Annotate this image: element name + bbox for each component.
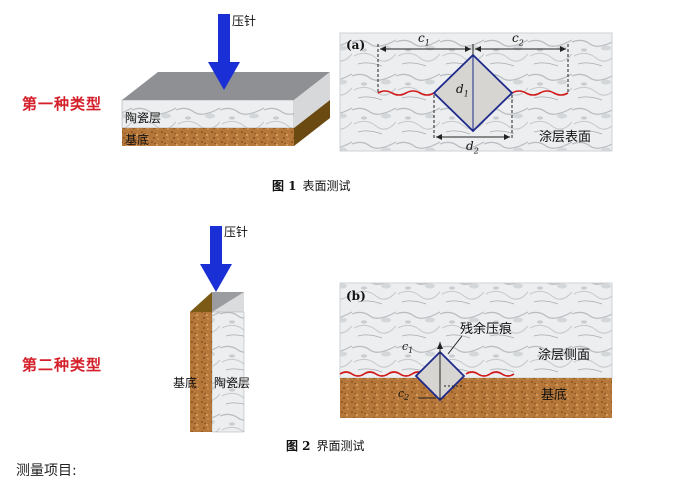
fig1-d1-label: d1 [456, 82, 469, 99]
fig1-surface-label: 涂层表面 [539, 130, 592, 145]
fig1-substrate-front [122, 128, 294, 146]
fig2-residual-leader [447, 335, 463, 355]
fig1-c2-label: c2 [512, 31, 524, 48]
fig2-indenter-arrow-icon [200, 226, 232, 292]
fig2-crack-right [465, 371, 515, 377]
fig1-panel-tag: (a) [346, 38, 366, 52]
fig2-substrate-panel-label: 基底 [541, 388, 568, 403]
fig2-substrate-region [340, 378, 612, 418]
fig2-substrate-front [190, 312, 212, 432]
type1-label: 第一种类型 [22, 95, 103, 113]
fig2-c2-label: c2 [398, 387, 410, 403]
fig2-residual-label: 残余压痕 [460, 322, 513, 337]
type2-label: 第二种类型 [22, 356, 103, 374]
fig2-coating-front [211, 311, 245, 433]
fig1-coating-side [294, 72, 330, 128]
fig1-crack-right [511, 90, 569, 96]
fig2-coating-label: 陶瓷层 [214, 376, 251, 390]
fig1-coating-label: 陶瓷层 [125, 111, 162, 125]
measurement-items-heading: 测量项目: [16, 463, 77, 479]
fig1-panel-a [339, 32, 613, 152]
fig2-side-label: 涂层侧面 [538, 348, 591, 363]
fig2-block [190, 292, 245, 433]
fig2-panel-b [339, 282, 613, 418]
fig1-block [121, 72, 330, 146]
fig2-c1-label: c1 [402, 340, 414, 356]
fig1-indenter-label-wrap [96, 13, 136, 31]
fig2-panel-tag: (b) [346, 289, 366, 303]
fig1-c1-label: c1 [418, 31, 430, 48]
fig2-coating-region [339, 282, 613, 379]
fig1-substrate-side [294, 100, 330, 146]
fig1-indenter-arrow-icon [208, 14, 240, 90]
fig2-indenter-label: 压针 [224, 225, 249, 239]
fig1-d2-label: d2 [466, 139, 479, 156]
fig1-substrate-label: 基底 [125, 133, 150, 147]
fig2-substrate-label: 基底 [173, 376, 198, 390]
fig1-indenter-label: 压针 [232, 14, 257, 28]
